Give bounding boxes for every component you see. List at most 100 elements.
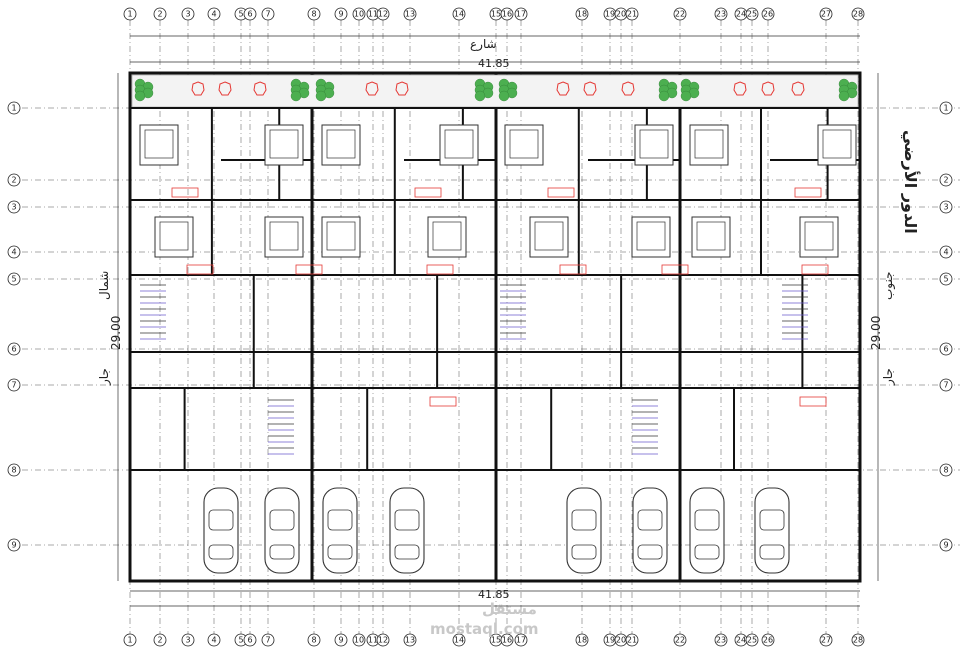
car-icon: [203, 487, 239, 574]
grid-col-bubble-label: 24: [736, 636, 746, 645]
entrance-sign-icon: [761, 81, 775, 96]
room-tag: [661, 264, 689, 275]
entrance-sign-icon: [733, 81, 747, 96]
cars: [203, 487, 790, 574]
grid-col-bubble-label: 12: [378, 636, 388, 645]
grid-col-bubble-label: 21: [627, 10, 637, 19]
grid-col-bubble: [376, 633, 390, 647]
grid-col-bubble-label: 25: [747, 10, 757, 19]
grid-col-bubble: [307, 7, 321, 21]
grid-row-bubble: [939, 200, 953, 214]
car-icon: [264, 487, 300, 574]
grid-col-bubble-label: 26: [763, 636, 773, 645]
grid-col-bubble: [625, 7, 639, 21]
grid-col-bubble-label: 8: [311, 10, 316, 19]
room-tag: [799, 396, 827, 407]
grid-col-bubble-label: 2: [157, 636, 162, 645]
grid-row-bubble-label: 1: [11, 104, 16, 113]
grid-row-bubble-label: 9: [11, 541, 16, 550]
grid-col-bubble: [673, 7, 687, 21]
room-tag: [794, 187, 822, 198]
grid-row-bubble-label: 6: [943, 345, 948, 354]
bed-icon: [439, 124, 479, 166]
car-rear-window: [694, 544, 720, 560]
room-tag: [295, 264, 323, 275]
grid-col-bubble-label: 10: [354, 10, 364, 19]
grid-row-bubble: [7, 245, 21, 259]
grid-col-bubble: [243, 633, 257, 647]
grid-col-bubble: [714, 633, 728, 647]
car-icon: [566, 487, 602, 574]
grid-col-bubble: [181, 633, 195, 647]
grid-row-bubble: [939, 173, 953, 187]
depth-dimension-right: 29.00: [869, 316, 883, 350]
tree-icon: [290, 90, 302, 102]
width-dimension-bottom: 41.85: [478, 588, 510, 601]
entrance-sign-icon: [621, 81, 635, 96]
grid-row-bubble: [939, 272, 953, 286]
grid-col-bubble: [352, 7, 366, 21]
room-tag: [426, 264, 454, 275]
grid-row-bubble-label: 7: [11, 381, 16, 390]
grid-row-bubble-label: 3: [11, 203, 16, 212]
grid-col-bubble: [851, 633, 865, 647]
bed-icon: [321, 216, 361, 258]
grid-col-bubble-label: 8: [311, 636, 316, 645]
entrance-sign-icon: [218, 81, 232, 96]
width-dimension-top: 41.85: [478, 57, 510, 70]
grid-col-bubble: [123, 7, 137, 21]
neighbor-label-west: جار: [97, 368, 112, 386]
grid-row-bubble-label: 2: [11, 176, 16, 185]
grid-col-bubble-label: 18: [577, 10, 587, 19]
grid-col-bubble: [307, 633, 321, 647]
grid-col-bubble-label: 14: [454, 10, 464, 19]
car-icon: [754, 487, 790, 574]
car-windshield: [269, 509, 295, 531]
bed-icon: [691, 216, 731, 258]
room-tag: [801, 264, 829, 275]
bed-mattress: [694, 129, 724, 159]
car-windshield: [759, 509, 785, 531]
drawing-title: الدور الأرضي: [900, 130, 920, 234]
grid-col-bubble-label: 7: [265, 636, 270, 645]
grid-col-bubble-label: 28: [853, 10, 863, 19]
car-windshield: [394, 509, 420, 531]
outer-walls: [128, 71, 862, 583]
car-icon: [389, 487, 425, 574]
bed-mattress: [326, 129, 356, 159]
grid-col-bubble-label: 6: [247, 10, 252, 19]
grid-col-bubble-label: 16: [502, 636, 512, 645]
watermark-arabic: مستقل: [482, 600, 537, 618]
grid-col-bubble-label: 15: [491, 10, 501, 19]
grid-col-bubble: [673, 633, 687, 647]
car-windshield: [637, 509, 663, 531]
grid-col-bubble: [123, 633, 137, 647]
grid-col-bubble: [376, 7, 390, 21]
bed-mattress: [269, 221, 299, 251]
grid-col-bubble: [514, 7, 528, 21]
grid-row-bubble-label: 6: [11, 345, 16, 354]
grid-row-bubble: [939, 101, 953, 115]
grid-col-bubble-label: 14: [454, 636, 464, 645]
grid-col-bubble: [819, 7, 833, 21]
grid-col-bubble: [575, 7, 589, 21]
bed-mattress: [534, 221, 564, 251]
car-rear-window: [327, 544, 353, 560]
bed-icon: [799, 216, 839, 258]
depth-dimension-left: 29.00: [109, 316, 123, 350]
grid-row-bubble-label: 5: [11, 275, 16, 284]
entrance-signs: [191, 81, 805, 96]
garden-strip: [131, 74, 859, 108]
interior-walls: [130, 107, 860, 471]
south-label: جنوب: [881, 271, 896, 300]
grid-row-bubble-label: 8: [943, 466, 948, 475]
street-label-top: شارع: [470, 37, 497, 52]
grid-col-bubble: [334, 7, 348, 21]
grid-row-bubble-label: 7: [943, 381, 948, 390]
grid-col-bubble: [452, 7, 466, 21]
grid-col-bubble-label: 11: [368, 10, 378, 19]
grid-col-bubble-label: 11: [368, 636, 378, 645]
grid-col-bubble: [714, 7, 728, 21]
room-tag: [414, 187, 442, 198]
